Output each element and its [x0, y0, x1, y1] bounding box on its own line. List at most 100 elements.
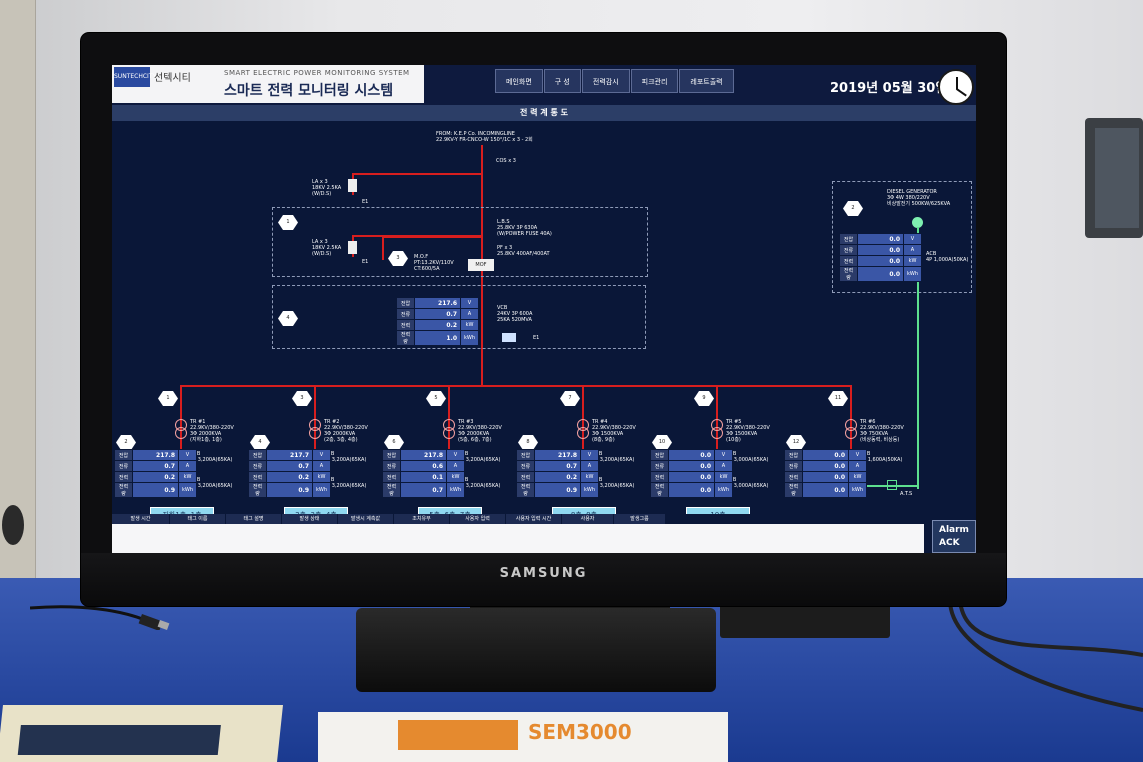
cabinet-hole	[2, 505, 24, 545]
meter-hex: 6	[384, 435, 404, 450]
alarm-col: 발생 상태	[282, 514, 338, 524]
app-header: SUNTECHCITY 선텍시티 SMART ELECTRIC POWER MO…	[112, 65, 976, 105]
usb-cable	[30, 605, 170, 630]
monitor: SAMSUNG SUNTECHCITY 선텍시티 SMART ELECTRIC …	[81, 33, 1006, 606]
meter-hex: 4	[250, 435, 270, 450]
logo-area: SUNTECHCITY 선텍시티 SMART ELECTRIC POWER MO…	[112, 65, 424, 103]
feeder-line	[716, 385, 718, 493]
la2-arrester-icon	[348, 241, 357, 254]
date-display: 2019년 05월 30일	[830, 81, 948, 96]
generator-icon	[912, 217, 923, 228]
feeder-hex: 1	[158, 391, 178, 406]
la1-arrester-icon	[348, 179, 357, 192]
logo-icon: SUNTECHCITY	[114, 67, 156, 87]
generator-box	[832, 181, 972, 293]
transformer-icon	[443, 427, 455, 439]
feeder-hex: 5	[426, 391, 446, 406]
meter-hex: 10	[652, 435, 672, 450]
alarm-col: 사용자	[562, 514, 614, 524]
monitoring-screen: SUNTECHCITY 선텍시티 SMART ELECTRIC POWER MO…	[112, 65, 976, 553]
lbs-label: L.B.S	[497, 219, 510, 225]
alarm-table-header: 발생 시간 태그 이름 태그 설명 발생 상태 발생시 계측값 조치유무 사용자…	[112, 514, 924, 524]
brochure-title: SEM3000	[528, 720, 632, 744]
menu-power-monitor[interactable]: 전력감시	[581, 69, 630, 93]
vcb-label: VCB	[497, 305, 508, 311]
transformer-icon	[309, 427, 321, 439]
incoming-label: FROM: K.E.P Co. INCOMINGLINE	[436, 131, 515, 137]
hex-marker-2: 2	[843, 201, 863, 216]
alarm-col: 태그 설명	[226, 514, 282, 524]
generator-label: DIESEL GENERATOR	[887, 189, 937, 195]
generator-feed-line	[917, 227, 919, 489]
tr-label: TR #4	[592, 419, 608, 425]
alarm-ack-button[interactable]: Alarm ACK	[932, 520, 976, 553]
logo-text: 선텍시티	[154, 73, 191, 84]
section-title: 전 력 계 통 도	[112, 105, 976, 121]
feeder-line	[582, 385, 584, 493]
feeder-line	[448, 385, 450, 493]
ats-link	[852, 485, 918, 487]
mof-branch	[382, 236, 482, 238]
lbs-section-box	[272, 207, 648, 277]
tr-label: TR #5	[726, 419, 742, 425]
right-device	[1085, 118, 1143, 238]
power-cable	[948, 600, 1143, 712]
transformer-icon	[845, 427, 857, 439]
brochure-left	[0, 705, 283, 762]
feeder-line	[850, 385, 852, 493]
feeder-hex: 7	[560, 391, 580, 406]
right-device-screen	[1095, 128, 1139, 228]
feeder-hex: 9	[694, 391, 714, 406]
meter-hex: 2	[116, 435, 136, 450]
feeder-bus	[182, 385, 852, 387]
meter-hex: 8	[518, 435, 538, 450]
monitor-brand: SAMSUNG	[499, 566, 588, 581]
menu-peak[interactable]: 피크관리	[630, 69, 679, 93]
la1-branch	[352, 173, 482, 175]
app-title: 스마트 전력 모니터링 시스템	[224, 83, 394, 99]
cos-label: COS x 3	[496, 158, 516, 164]
gen-acb-label: ACB	[926, 251, 937, 257]
tr-label: TR #3	[458, 419, 474, 425]
vcb-ground-icon	[502, 333, 516, 342]
single-line-diagram: FROM: K.E.P Co. INCOMINGLINE 22.9KV-Y FR…	[112, 121, 976, 522]
clock-icon	[938, 69, 974, 105]
vcb-section-box	[272, 285, 646, 349]
transformer-icon	[577, 427, 589, 439]
menu-main[interactable]: 메인화면	[495, 69, 543, 93]
feeder-line	[180, 385, 182, 493]
feeder-line	[314, 385, 316, 493]
brochure-right: SEM3000	[318, 712, 728, 762]
alarm-col: 사용자 입력	[450, 514, 506, 524]
ats-label: A.T.S	[900, 491, 913, 497]
meter-hex: 12	[786, 435, 806, 450]
left-cabinet	[0, 0, 36, 600]
hex-marker-3: 3	[388, 251, 408, 266]
hex-marker-1: 1	[278, 215, 298, 230]
alarm-table-body[interactable]	[112, 524, 924, 553]
feeder-hex: 11	[828, 391, 848, 406]
alarm-col: 발생그룹	[614, 514, 666, 524]
alarm-col: 발생시 계측값	[338, 514, 394, 524]
menu-report[interactable]: 레포트출력	[679, 69, 734, 93]
pf-label: PF x 3	[497, 245, 513, 251]
monitor-stand-base	[356, 608, 716, 692]
main-menu: 메인화면 구 성 전력감시 피크관리 레포트출력	[495, 69, 735, 93]
app-subtitle: SMART ELECTRIC POWER MONITORING SYSTEM	[224, 69, 410, 77]
menu-config[interactable]: 구 성	[543, 69, 581, 93]
tr-label: TR #1	[190, 419, 206, 425]
ats-icon	[887, 480, 897, 490]
transformer-icon	[711, 427, 723, 439]
mof-box: MOF	[468, 259, 494, 271]
monitor-bezel	[81, 553, 1006, 606]
la1-label: LA x 3	[312, 179, 328, 185]
alarm-col: 발생 시간	[112, 514, 170, 524]
hex-marker-4: 4	[278, 311, 298, 326]
